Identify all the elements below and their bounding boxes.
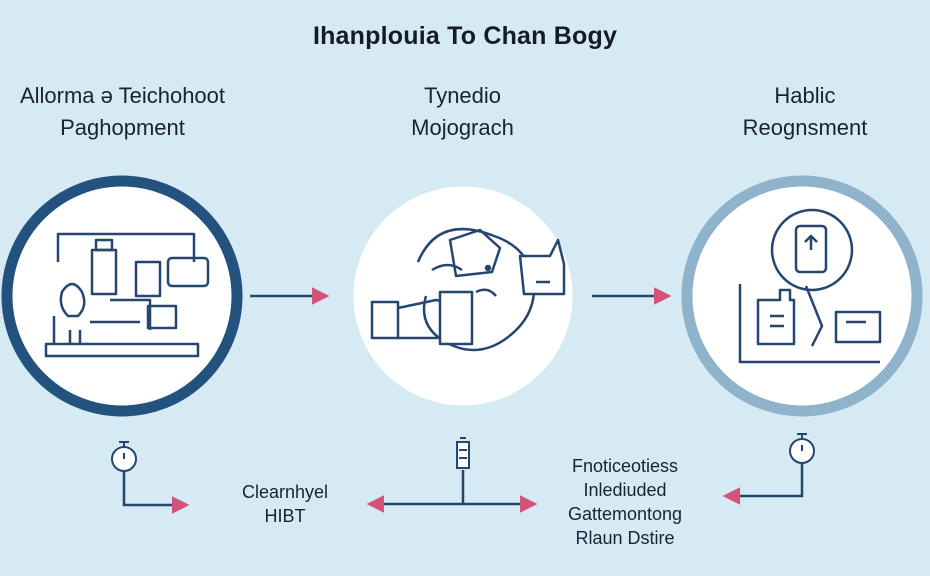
stage-3-label-line-2: Reognsment xyxy=(742,115,868,140)
bottom-label-left-line-1: Clearnhyel xyxy=(241,482,329,502)
bottom-label-left: Clearnhyel HIBT xyxy=(210,480,360,528)
phone-kiosk-icon xyxy=(738,208,882,364)
stage-3-circle xyxy=(681,175,923,417)
stage-2-label-line-1: Tynedio xyxy=(423,83,502,108)
bottom-label-right-line-4: Rlaun Dstire xyxy=(575,528,675,548)
stage-3-label: Hablic Reognsment xyxy=(680,80,930,144)
bottom-label-left-line-2: HIBT xyxy=(264,506,306,526)
stage-3-label-line-1: Hablic xyxy=(774,83,836,108)
stage-1-label-line-1: Allorma ə Teichohoot xyxy=(19,83,226,108)
bottom-label-right-line-1: Fnoticeotiess xyxy=(571,456,679,476)
stage-2-label-line-2: Mojograch xyxy=(411,115,514,140)
connector-left xyxy=(122,471,190,514)
bottom-label-right-line-3: Gattemontong xyxy=(567,504,683,524)
bottom-label-right: Fnoticeotiess Inlediuded Gattemontong Rl… xyxy=(540,454,710,550)
bottom-label-right-line-2: Inlediuded xyxy=(583,480,667,500)
stage-2-circle xyxy=(342,175,584,417)
stage-1-label: Allorma ə Teichohoot Paghopment xyxy=(0,80,245,144)
timer-icon-right xyxy=(789,433,815,464)
connector-right xyxy=(722,463,804,505)
battery-icon-center xyxy=(456,437,470,469)
timer-icon-left xyxy=(111,441,137,472)
diagram-title: Ihanplouia To Chan Bogy xyxy=(312,22,618,50)
stage-1-label-line-2: Paghopment xyxy=(60,115,185,140)
stage-2-label: Tynedio Mojograch xyxy=(340,80,585,144)
stage-1-circle xyxy=(1,175,243,417)
hand-holding-device-icon xyxy=(370,227,566,352)
laboratory-icon xyxy=(44,232,210,358)
